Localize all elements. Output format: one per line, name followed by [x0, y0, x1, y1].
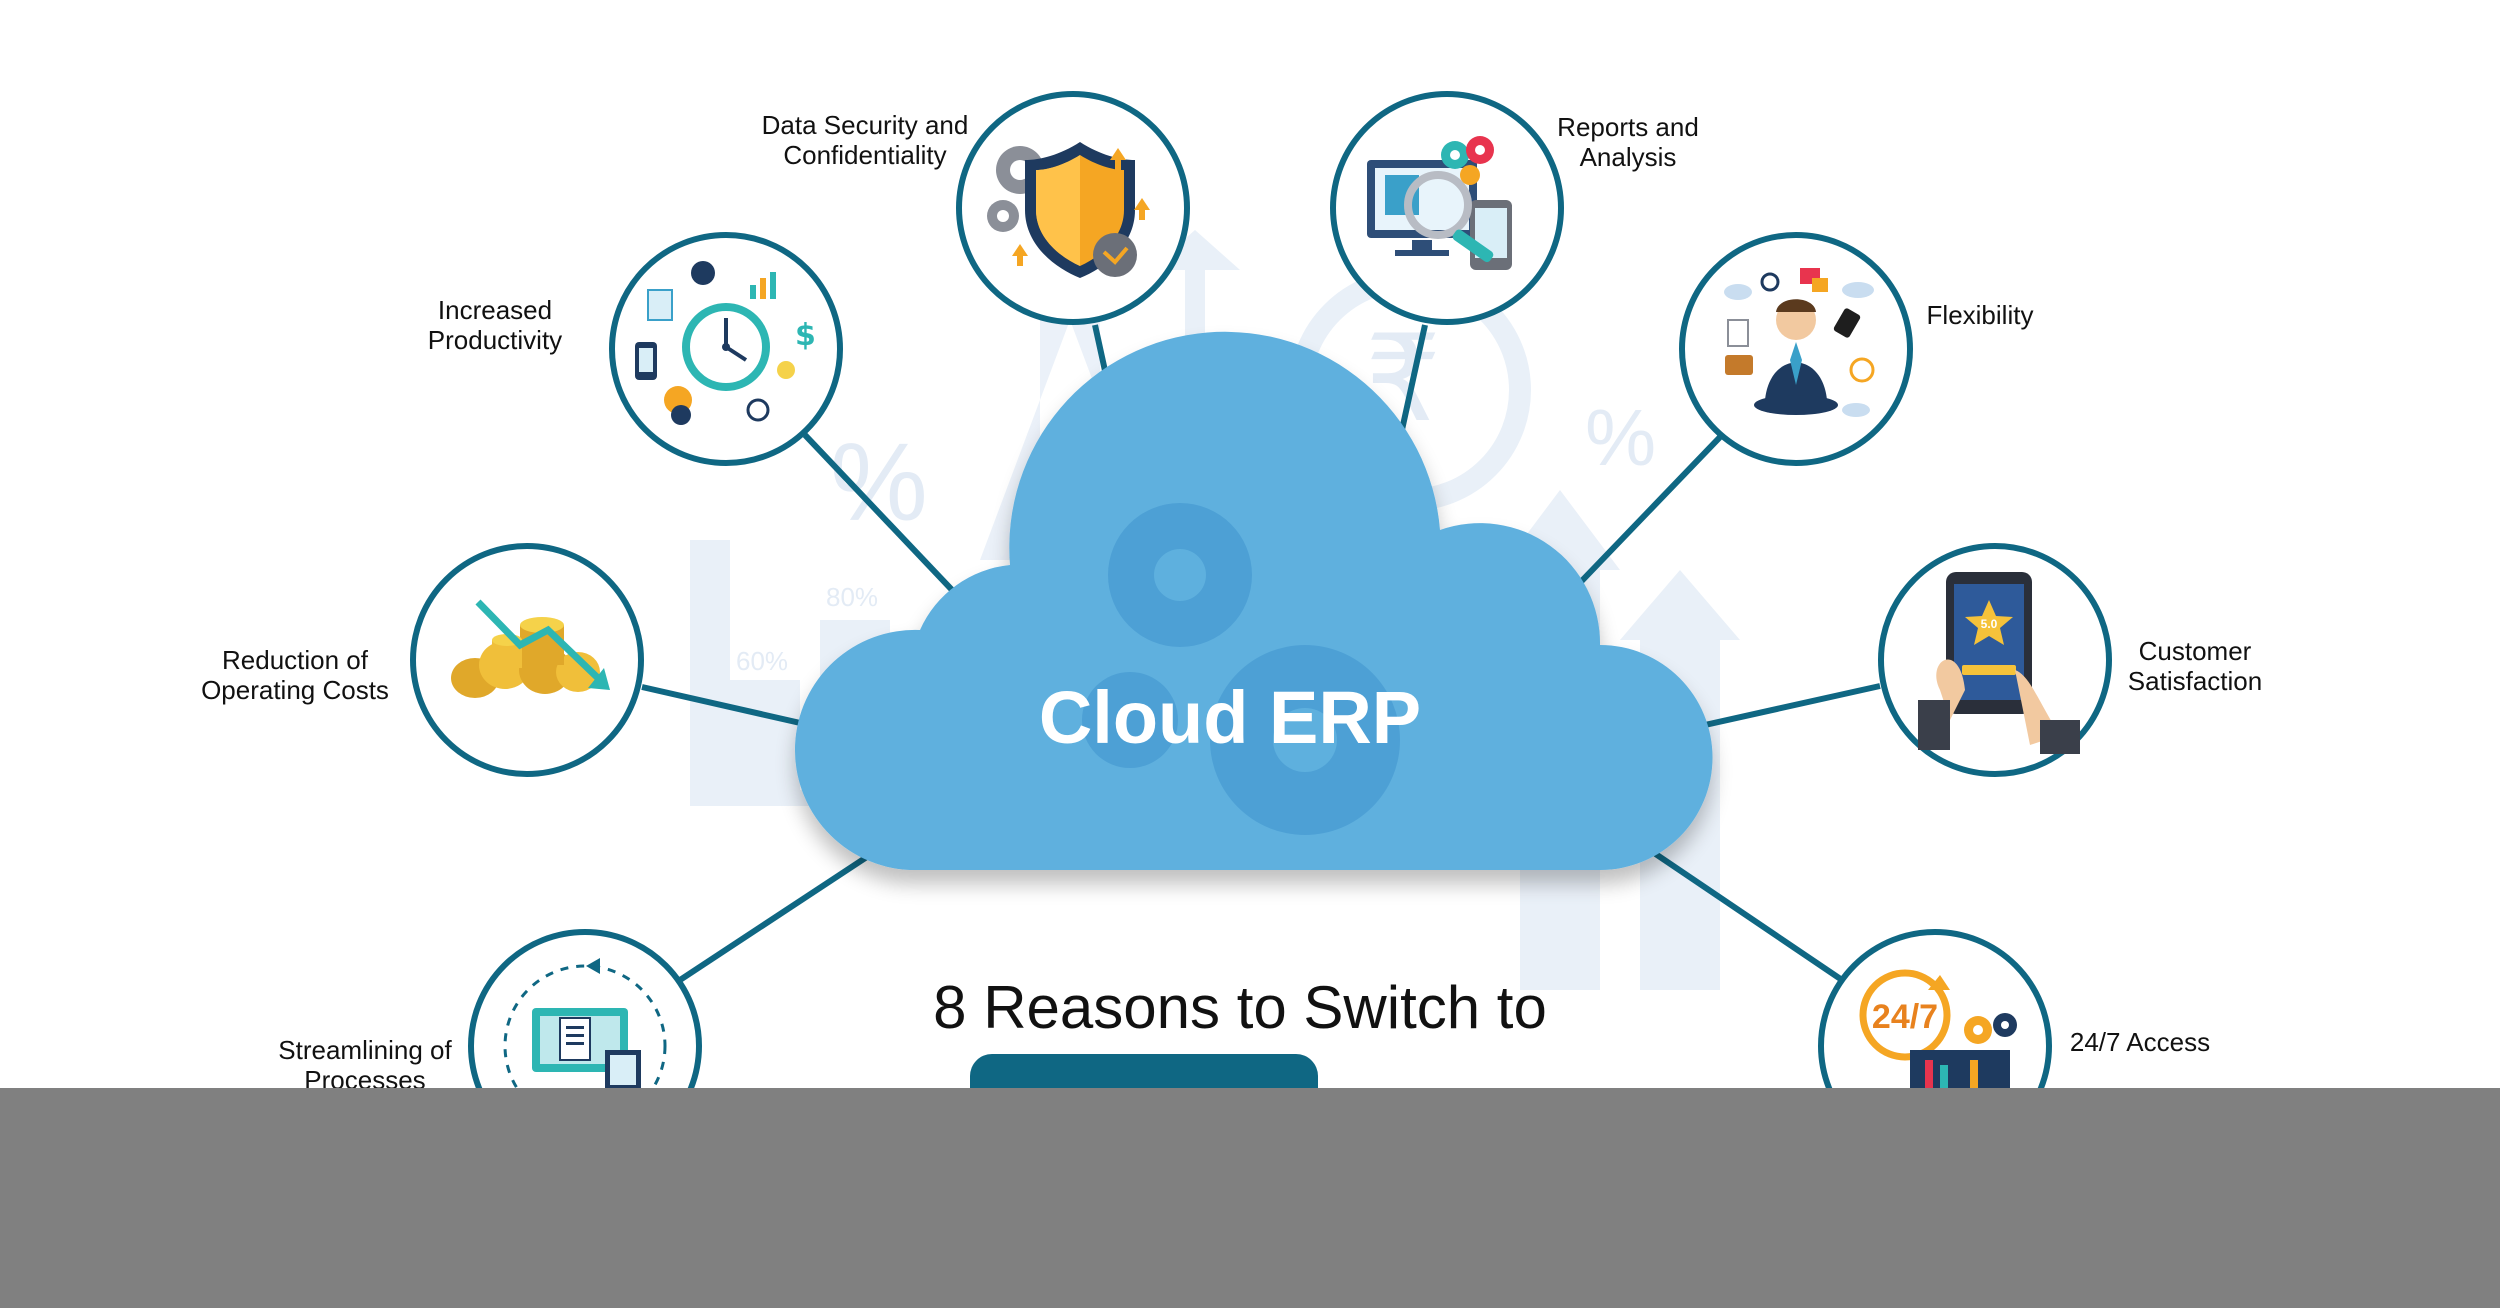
- label-access: 24/7 Access: [2069, 1027, 2211, 1057]
- svg-text:$: $: [795, 318, 816, 353]
- coins-icon: [451, 599, 610, 698]
- label-reports: Reports and Analysis: [1557, 112, 1699, 172]
- headline-text: 8 Reasons to Switch to: [933, 974, 1547, 1041]
- bg-bar-1: [690, 540, 730, 800]
- rating-text: 5.0: [1981, 617, 1998, 631]
- label-productivity: Increased Productivity: [427, 295, 563, 355]
- bg-percent-80: 80%: [826, 582, 878, 612]
- tablet-rating-icon: 5.0: [1918, 572, 2080, 754]
- 24-7-icon: 24/7: [1859, 969, 2017, 1088]
- businessman-icon: [1724, 268, 1875, 417]
- shield-icon: [987, 142, 1150, 278]
- central-cloud: [794, 331, 1713, 870]
- cloud-shape: [794, 331, 1713, 870]
- clock-icon: $: [635, 261, 816, 425]
- bg-percent-60: 60%: [736, 646, 788, 676]
- bottom-overlay: [0, 1088, 2500, 1308]
- bg-bar-2: [730, 680, 800, 800]
- monitor-magnifier-icon: [1367, 136, 1512, 270]
- clock-text: 24/7: [1872, 998, 1938, 1036]
- documents-cycle-icon: [503, 958, 667, 1128]
- label-satisfaction: Customer Satisfaction: [2127, 636, 2263, 696]
- label-streamlining: Streamlining of Processes: [278, 1035, 452, 1095]
- bg-percent-1: %: [830, 421, 928, 544]
- cloud-gears: [1082, 503, 1400, 835]
- label-flexibility: Flexibility: [1926, 300, 2034, 330]
- cloud-title: Cloud ERP: [1038, 676, 1422, 759]
- bg-percent-2: %: [1585, 393, 1656, 482]
- label-data-security: Data Security and Confidentiality: [761, 110, 969, 170]
- label-costs: Reduction of Operating Costs: [201, 645, 389, 705]
